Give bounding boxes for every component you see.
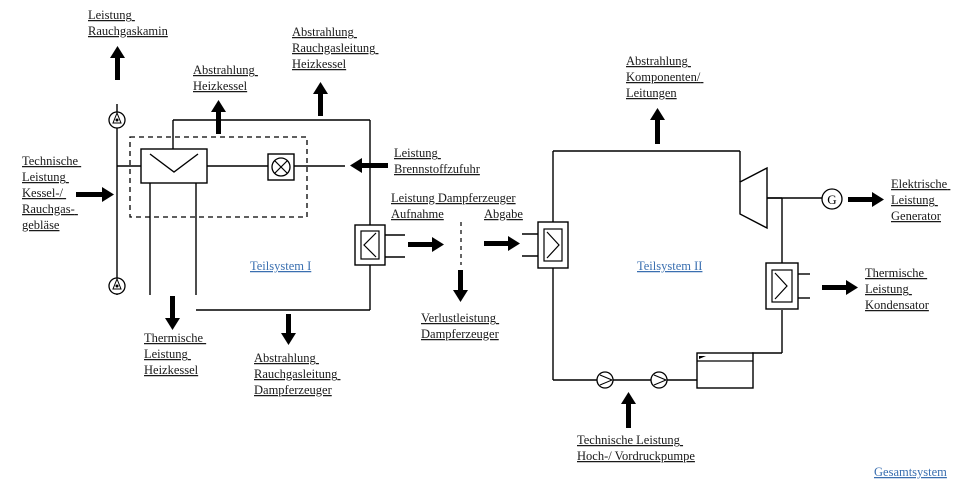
fan-icon-top bbox=[108, 111, 126, 129]
arrow-left-brennstoffzufuhr bbox=[350, 158, 388, 173]
arrow-down-abstrahlung-rauchgasleitung-dampferzeuger bbox=[281, 314, 296, 345]
arrow-right-aufnahme bbox=[408, 237, 444, 252]
generator-symbol: G bbox=[827, 192, 836, 207]
teilsystem-2-frame bbox=[552, 150, 822, 381]
label-leistung-rauchgaskamin: Leistung Rauchgaskamin bbox=[88, 8, 169, 38]
arrow-down-verlustleistung bbox=[453, 270, 468, 302]
label-aufnahme: Aufnahme bbox=[391, 207, 444, 221]
dampferzeuger-left-exchanger bbox=[354, 224, 405, 266]
pump-icon-vordruck bbox=[650, 371, 668, 389]
label-abstrahlung-rauchgasleitung-dampferzeuger: Abstrahlung Rauchgasleitung Dampferzeuge… bbox=[254, 351, 340, 397]
label-technische-leistung-kessel: Technische Leistung Kessel-/ Rauchgas- g… bbox=[22, 154, 81, 232]
label-thermische-leistung-heizkessel: Thermische Leistung Heizkessel bbox=[144, 331, 206, 377]
label-leistung-dampferzeuger: Leistung Dampferzeuger bbox=[391, 191, 516, 205]
label-gesamtsystem[interactable]: Gesamtsystem bbox=[874, 465, 947, 479]
arrow-right-kessel-geblaese bbox=[76, 187, 114, 202]
label-verlustleistung-dampferzeuger: Verlustleistung Dampferzeuger bbox=[421, 311, 500, 341]
dashed-boundary bbox=[129, 136, 308, 218]
arrow-up-abstrahlung-heizkessel bbox=[211, 100, 226, 134]
generator-icon: G bbox=[821, 188, 843, 210]
dampferzeuger-right-exchanger bbox=[522, 221, 569, 269]
arrow-right-kondensator bbox=[822, 280, 858, 295]
feedwater-tank-icon bbox=[696, 352, 754, 389]
fan-icon-bottom bbox=[108, 277, 126, 295]
label-abstrahlung-heizkessel: Abstrahlung Heizkessel bbox=[193, 63, 258, 93]
heizkessel-heat-exchanger bbox=[140, 148, 208, 184]
arrow-up-rauchgaskamin bbox=[110, 46, 125, 80]
turbine-icon bbox=[739, 166, 768, 230]
burner-icon bbox=[267, 153, 295, 181]
label-teilsystem-2[interactable]: Teilsystem II bbox=[637, 259, 702, 273]
label-abstrahlung-rauchgasleitung-heizkessel: Abstrahlung Rauchgasleitung Heizkessel bbox=[292, 25, 378, 71]
condenser-icon bbox=[765, 262, 810, 310]
label-abstrahlung-komponenten: Abstrahlung Komponenten/ Leitungen bbox=[626, 54, 703, 100]
label-technische-leistung-pumpe: Technische Leistung Hoch-/ Vordruckpumpe bbox=[577, 433, 695, 463]
label-thermische-leistung-kondensator: Thermische Leistung Kondensator bbox=[865, 266, 930, 312]
arrow-right-abgabe bbox=[484, 236, 520, 251]
teilsystem-1-frame bbox=[116, 104, 371, 311]
arrow-up-abstrahlung-rauchgasleitung-heizkessel bbox=[313, 82, 328, 116]
label-abgabe: Abgabe bbox=[484, 207, 523, 221]
arrow-up-abstrahlung-komponenten bbox=[650, 108, 665, 144]
arrow-up-pumpenleistung bbox=[621, 392, 636, 428]
pump-icon-hochdruck bbox=[596, 371, 614, 389]
label-teilsystem-1[interactable]: Teilsystem I bbox=[250, 259, 311, 273]
arrow-down-thermische-heizkessel bbox=[165, 296, 180, 330]
label-leistung-brennstoffzufuhr: Leistung Brennstoffzufuhr bbox=[394, 146, 481, 176]
arrow-right-generator bbox=[848, 192, 884, 207]
label-elektrische-leistung-generator: Elektrische Leistung Generator bbox=[891, 177, 950, 223]
